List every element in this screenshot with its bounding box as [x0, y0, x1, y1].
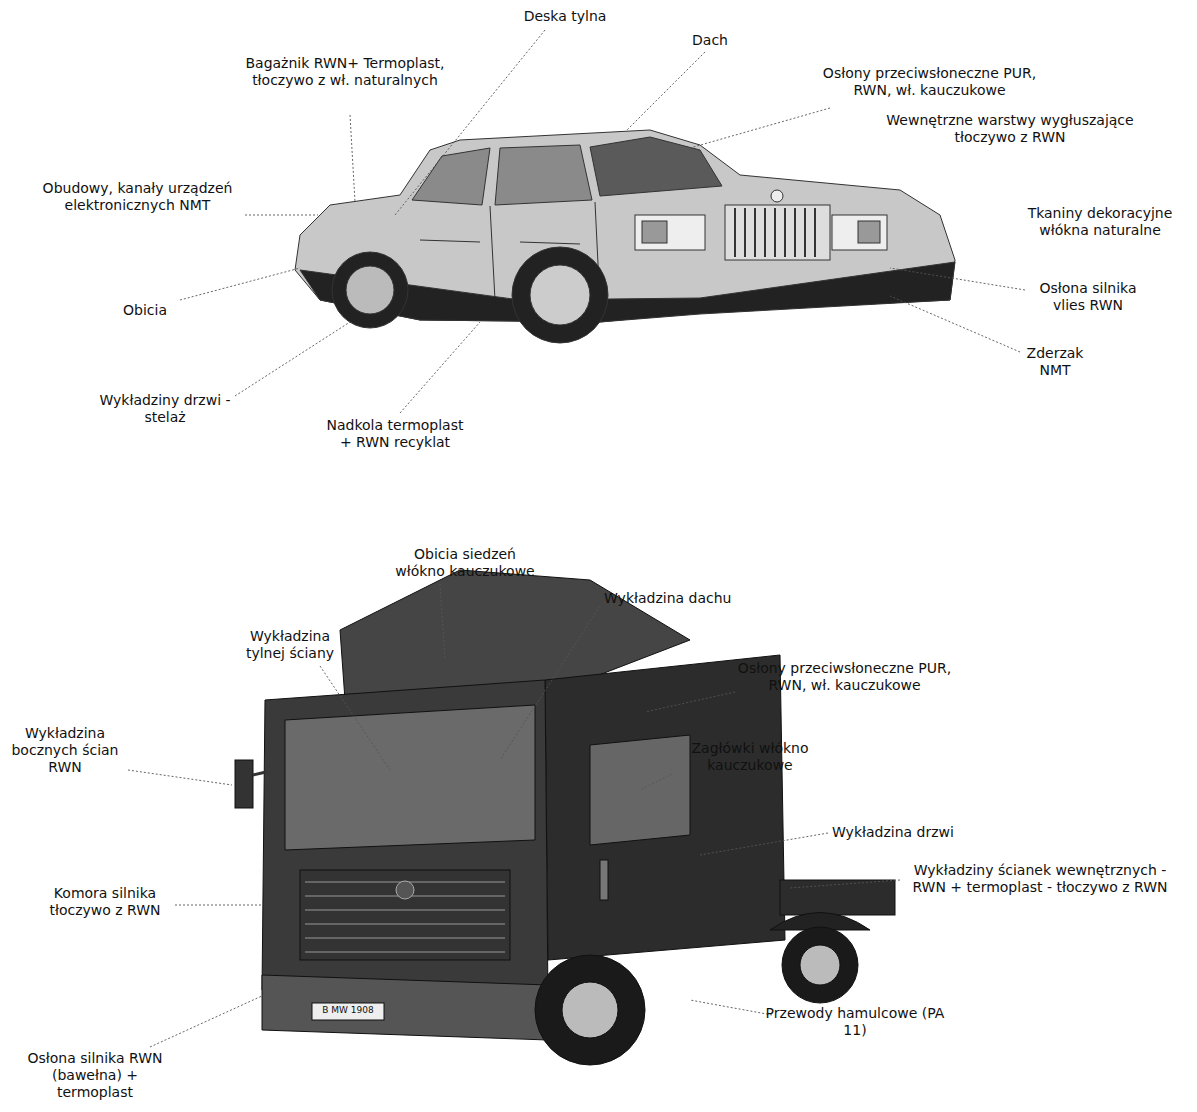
- callout-label: Wykładzina tylnej ściany: [235, 628, 345, 662]
- callout-label: Osłony przeciwsłoneczne PUR, RWN, wł. ka…: [737, 660, 952, 694]
- callout-label: Zagłówki włókno kauczukowe: [675, 740, 825, 774]
- callout-label: Wykładzina dachu: [604, 590, 774, 607]
- leader-lines: [128, 30, 1025, 1047]
- callout-label: Wykładzina drzwi: [832, 824, 1002, 841]
- callout-label: Komora silnika tłoczywo z RWN: [40, 885, 170, 919]
- truck-illustration: [235, 570, 895, 1065]
- callout-label: Wykładzina bocznych ścian RWN: [5, 725, 125, 776]
- callout-label: Wykładziny drzwi -stelaż: [90, 392, 240, 426]
- callout-label: Wewnętrzne warstwy wygłuszające tłoczywo…: [870, 112, 1150, 146]
- callout-label: Tkaniny dekoracyjne włókna naturalne: [1015, 205, 1185, 239]
- callout-label: Osłona silnika vlies RWN: [1023, 280, 1153, 314]
- callout-label: Bagażnik RWN+ Termoplast, tłoczywo z wł.…: [245, 55, 445, 89]
- callout-label: Dach: [670, 32, 750, 49]
- car-illustration: [295, 130, 955, 343]
- callout-label: Obicia siedzeń włókno kauczukowe: [390, 546, 540, 580]
- callout-label: Wykładziny ścianek wewnętrznych - RWN + …: [905, 862, 1175, 896]
- callout-label: Osłona silnika RWN (bawełna) + termoplas…: [25, 1050, 165, 1101]
- callout-label: Obicia: [100, 302, 190, 319]
- callout-label: Zderzak NMT: [1015, 345, 1095, 379]
- plate-text: B MW 1908: [312, 1005, 384, 1016]
- callout-label: Nadkola termoplast + RWN recyklat: [325, 417, 465, 451]
- callout-label: Deska tylna: [500, 8, 630, 25]
- callout-label: Osłony przeciwsłoneczne PUR, RWN, wł. ka…: [822, 65, 1037, 99]
- callout-label: Obudowy, kanały urządzeń elektronicznych…: [35, 180, 240, 214]
- callout-label: Przewody hamulcowe (PA 11): [765, 1005, 945, 1039]
